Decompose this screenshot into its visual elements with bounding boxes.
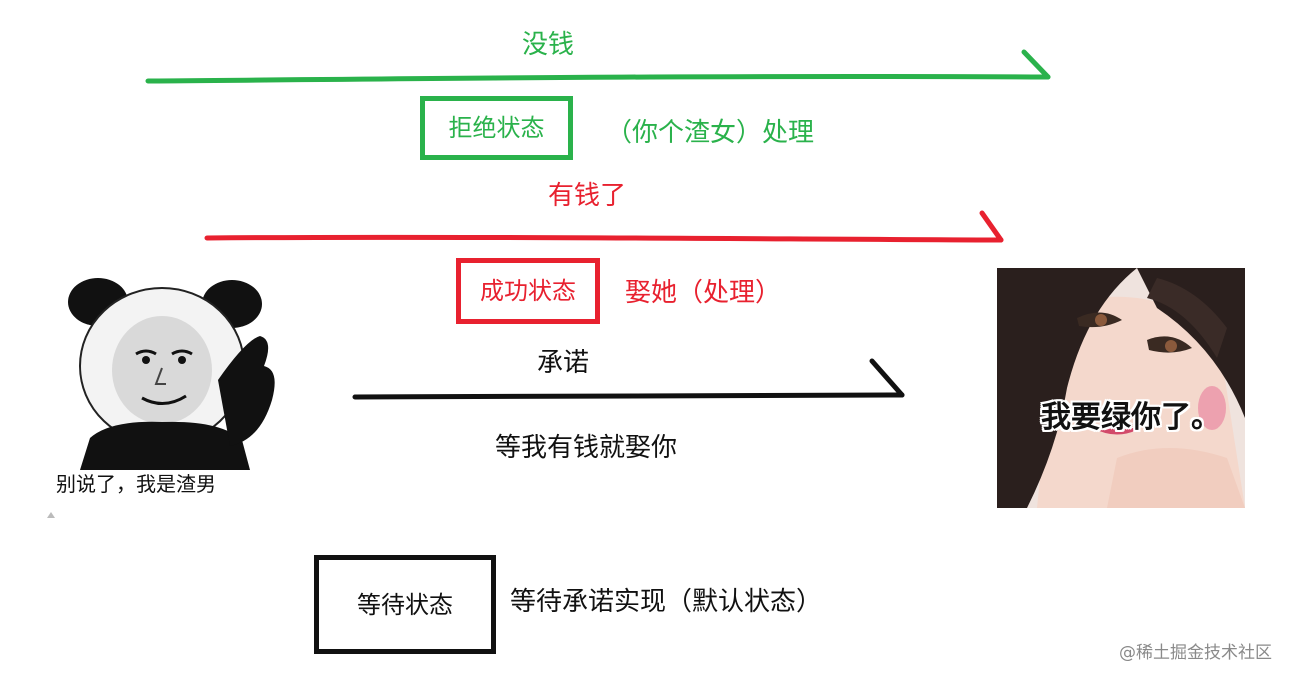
- no-money-label: 没钱: [522, 30, 575, 60]
- fulfilled-handler: 娶她（处理）: [625, 278, 782, 308]
- rejected-state-box: 拒绝状态: [420, 96, 573, 160]
- panda-face-icon: [68, 278, 275, 470]
- panda-caption: 别说了，我是渣男: [56, 472, 216, 496]
- watermark: @稀土掘金技术社区: [1119, 643, 1272, 663]
- promise-text: 等我有钱就娶你: [495, 433, 678, 463]
- anime-girl-icon: [997, 268, 1245, 508]
- pending-state-label: 等待状态: [357, 590, 453, 619]
- promise-arrow: [352, 358, 905, 400]
- promise-label: 承诺: [537, 348, 590, 378]
- has-money-label: 有钱了: [548, 181, 627, 211]
- pending-state-box: 等待状态: [314, 555, 496, 654]
- has-money-arrow: [204, 210, 1004, 243]
- rejected-state-label: 拒绝状态: [448, 114, 545, 142]
- pending-handler: 等待承诺实现（默认状态）: [510, 587, 823, 617]
- fulfilled-state-label: 成功状态: [480, 277, 576, 305]
- fulfilled-state-box: 成功状态: [456, 258, 600, 324]
- small-triangle-mark: [47, 512, 55, 518]
- panda-meme: 别说了，我是渣男: [50, 270, 290, 520]
- no-money-arrow: [145, 49, 1051, 84]
- girl-caption: 我要绿你了。: [1041, 400, 1221, 435]
- girl-meme: 我要绿你了。: [997, 268, 1245, 508]
- rejected-handler: （你个渣女）处理: [606, 118, 815, 148]
